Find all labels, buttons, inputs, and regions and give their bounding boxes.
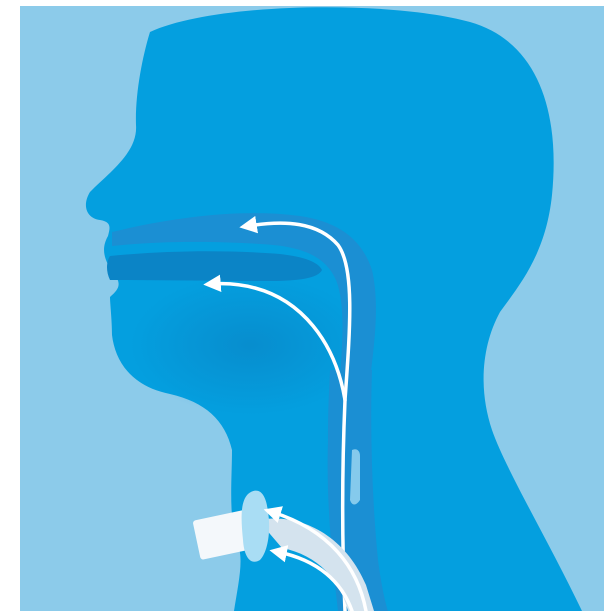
nasal-cavity <box>107 251 322 281</box>
tube-flange <box>242 491 270 562</box>
